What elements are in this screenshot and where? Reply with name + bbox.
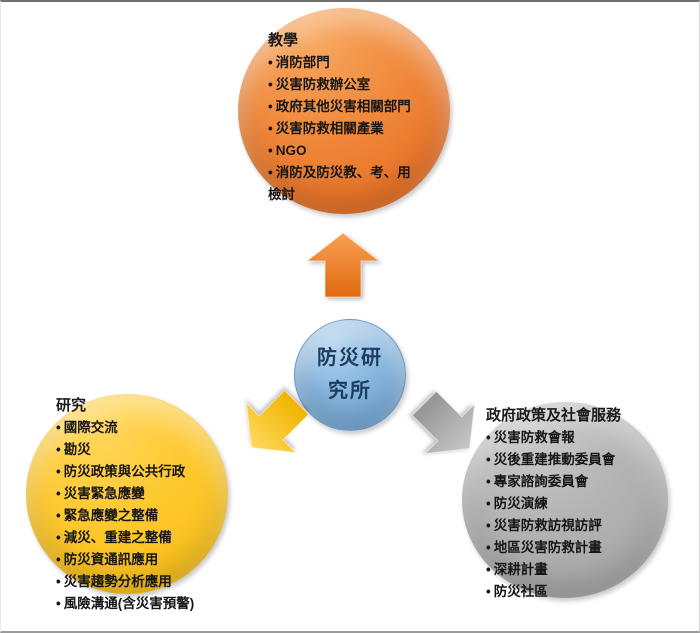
list-item: 深耕計畫 bbox=[486, 559, 664, 581]
research-title: 研究 bbox=[56, 397, 87, 414]
arrow-up-icon bbox=[305, 232, 381, 298]
service-node[interactable]: 政府政策及社會服務 災害防救會報災後重建推動委員會專家諮詢委員會防災演練災害防救… bbox=[462, 402, 668, 599]
list-item: 防災演練 bbox=[486, 493, 664, 515]
list-item: 防災社區 bbox=[486, 581, 664, 603]
teaching-bullet-list: 消防部門災害防救辦公室政府其他災害相關部門災害防救相關產業NGO消防及防災教、考… bbox=[268, 52, 423, 206]
list-item: 災害防救相關產業 bbox=[268, 118, 423, 140]
list-item: 消防部門 bbox=[268, 52, 423, 74]
teaching-title: 教學 bbox=[268, 32, 299, 49]
center-hub-label-line2: 究所 bbox=[328, 380, 372, 402]
list-item: 消防及防災教、考、用檢討 bbox=[268, 162, 423, 206]
research-text-block: 研究 國際交流勘災防災政策與公共行政災害緊急應變緊急應變之整備減災、重建之整備防… bbox=[56, 395, 232, 615]
list-item: 地區災害防救計畫 bbox=[486, 537, 664, 559]
list-item: 防災資通訊應用 bbox=[56, 549, 232, 571]
list-item: 災後重建推動委員會 bbox=[486, 449, 664, 471]
list-item: 緊急應變之整備 bbox=[56, 505, 232, 527]
list-item: 風險溝通(含災害預警) bbox=[56, 593, 232, 615]
list-item: 災害緊急應變 bbox=[56, 483, 232, 505]
list-item: 專家諮詢委員會 bbox=[486, 471, 664, 493]
center-hub-node[interactable]: 防災研 究所 bbox=[294, 319, 406, 431]
list-item: 災害防救辦公室 bbox=[268, 74, 423, 96]
list-item: 災害防救訪視訪評 bbox=[486, 515, 664, 537]
service-text-block: 政府政策及社會服務 災害防救會報災後重建推動委員會專家諮詢委員會防災演練災害防救… bbox=[486, 405, 664, 603]
list-item: 減災、重建之整備 bbox=[56, 527, 232, 549]
list-item: NGO bbox=[268, 140, 423, 162]
teaching-text-block: 教學 消防部門災害防救辦公室政府其他災害相關部門災害防救相關產業NGO消防及防災… bbox=[268, 30, 423, 206]
teaching-node[interactable]: 教學 消防部門災害防救辦公室政府其他災害相關部門災害防救相關產業NGO消防及防災… bbox=[238, 8, 450, 214]
list-item: 勘災 bbox=[56, 439, 232, 461]
list-item: 國際交流 bbox=[56, 417, 232, 439]
service-bullet-list: 災害防救會報災後重建推動委員會專家諮詢委員會防災演練災害防救訪視訪評地區災害防救… bbox=[486, 427, 664, 603]
arrow-down-left-icon bbox=[245, 389, 310, 454]
arrow-down-right-icon bbox=[411, 390, 476, 455]
center-hub-label-line1: 防災研 bbox=[317, 347, 383, 369]
research-node[interactable]: 研究 國際交流勘災防災政策與公共行政災害緊急應變緊急應變之整備減災、重建之整備防… bbox=[26, 394, 228, 611]
list-item: 防災政策與公共行政 bbox=[56, 461, 232, 483]
research-bullet-list: 國際交流勘災防災政策與公共行政災害緊急應變緊急應變之整備減災、重建之整備防災資通… bbox=[56, 417, 232, 615]
service-title: 政府政策及社會服務 bbox=[486, 407, 622, 424]
list-item: 災害趨勢分析應用 bbox=[56, 571, 232, 593]
list-item: 政府其他災害相關部門 bbox=[268, 96, 423, 118]
list-item: 災害防救會報 bbox=[486, 427, 664, 449]
